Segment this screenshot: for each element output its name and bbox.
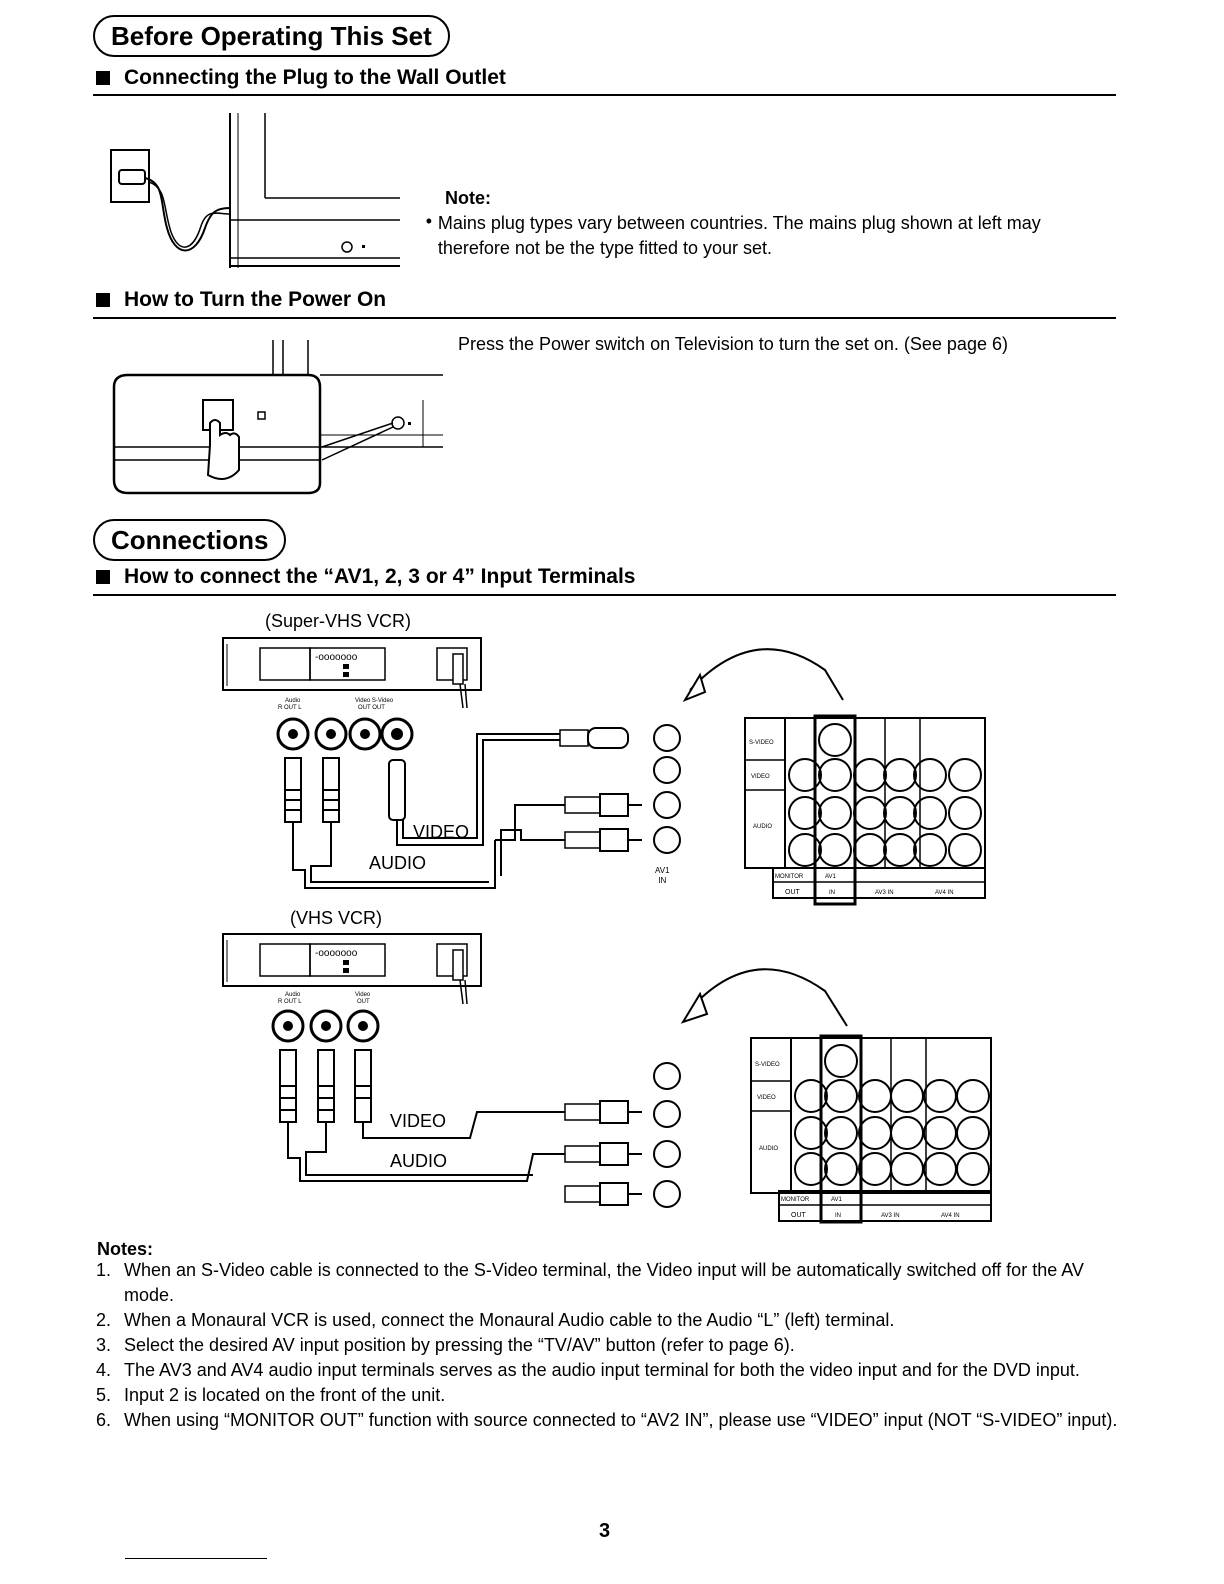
svg-text:MONITOR: MONITOR	[775, 874, 804, 880]
svg-text:OUT OUT: OUT OUT	[358, 705, 385, 711]
svg-text:-ooooooo: -ooooooo	[315, 948, 358, 959]
svg-text:OUT: OUT	[791, 1212, 807, 1219]
svg-text:AV4 IN: AV4 IN	[941, 1213, 960, 1219]
svg-text:Video: Video	[355, 992, 371, 998]
svg-text:IN: IN	[829, 890, 835, 896]
vhs-vcr-label: (VHS VCR)	[290, 908, 383, 928]
section-title-connections: Connections	[93, 519, 287, 561]
notes-list: 1. When an S-Video cable is connected to…	[96, 1258, 1126, 1433]
svg-text:-ooooooo: -ooooooo	[315, 652, 358, 663]
plug-note: Note: • Mains plug types vary between co…	[420, 188, 1110, 261]
svg-text:Video S-Video: Video S-Video	[355, 698, 394, 704]
svg-text:AUDIO: AUDIO	[753, 824, 772, 830]
heading-rule	[93, 317, 1116, 319]
video-cable-label: VIDEO	[390, 1111, 447, 1131]
svg-text:OUT: OUT	[785, 889, 801, 896]
note-bullet-item: • Mains plug types vary between countrie…	[420, 211, 1110, 261]
svg-text:AV3 IN: AV3 IN	[881, 1213, 900, 1219]
vhs-connection-diagram: -ooooooo Audio R OUT L Video OUT	[222, 933, 992, 1224]
terminal-panel-1: S-VIDEO VIDEO AUDIO MONITOR OUT AV1 IN A…	[744, 714, 986, 906]
heading-plug: Connecting the Plug to the Wall Outlet	[96, 66, 506, 90]
heading-bullet-square	[96, 570, 110, 584]
notes-title: Notes:	[97, 1239, 154, 1259]
note-title: Note:	[445, 188, 491, 208]
list-item: 1. When an S-Video cable is connected to…	[96, 1260, 1084, 1305]
list-item: 6. When using “MONITOR OUT” function wit…	[96, 1410, 1118, 1430]
svg-text:VIDEO: VIDEO	[751, 774, 770, 780]
svg-text:OUT: OUT	[357, 999, 370, 1005]
svg-text:MONITOR: MONITOR	[781, 1197, 810, 1203]
vhs-vcr: -ooooooo	[222, 933, 482, 1005]
power-instruction: Press the Power switch on Television to …	[458, 334, 1008, 354]
note-text: Mains plug types vary between countries.…	[437, 213, 1041, 258]
svg-text:S-VIDEO: S-VIDEO	[749, 740, 774, 746]
super-vhs-connection-diagram: -ooooooo Audio R OUT L Video S-Video OUT…	[222, 637, 986, 906]
svg-text:R OUT L: R OUT L	[278, 705, 302, 711]
power-switch-illustration	[112, 340, 443, 495]
svg-text:AV1: AV1	[825, 874, 837, 880]
svg-text:AV4 IN: AV4 IN	[935, 890, 954, 896]
list-item: 2. When a Monaural VCR is used, connect …	[96, 1310, 895, 1330]
svg-text:AUDIO: AUDIO	[759, 1146, 778, 1152]
svg-text:AV3 IN: AV3 IN	[875, 890, 894, 896]
audio-cable-label: AUDIO	[390, 1151, 448, 1171]
list-item: 3. Select the desired AV input position …	[96, 1335, 795, 1355]
list-item: 4. The AV3 and AV4 audio input terminals…	[96, 1360, 1080, 1380]
heading-bullet-square	[96, 293, 110, 307]
heading-rule	[93, 94, 1116, 96]
heading-power: How to Turn the Power On	[96, 288, 386, 312]
svg-text:Audio: Audio	[285, 992, 301, 998]
list-item: 5. Input 2 is located on the front of th…	[96, 1385, 446, 1405]
page-number: 3	[599, 1520, 611, 1542]
heading-rule	[93, 594, 1116, 596]
svg-text:R OUT L: R OUT L	[278, 999, 302, 1005]
svg-text:AV1: AV1	[831, 1197, 843, 1203]
svg-text:S-VIDEO: S-VIDEO	[755, 1062, 780, 1068]
av1-in-label: AV1 IN	[655, 866, 670, 885]
note-bullet: •	[425, 211, 433, 231]
terminal-panel-2: S-VIDEO VIDEO AUDIO MONITOR OUT AV1 IN A…	[750, 1034, 992, 1224]
section-title-before-operating: Before Operating This Set	[93, 15, 450, 57]
svg-text:VIDEO: VIDEO	[757, 1095, 776, 1101]
heading-av-input-terminals: How to connect the “AV1, 2, 3 or 4” Inpu…	[96, 565, 635, 589]
svg-text:Audio: Audio	[285, 698, 301, 704]
audio-cable-label: AUDIO	[369, 853, 427, 873]
wall-outlet-plug-illustration	[110, 113, 400, 268]
super-vhs-vcr: -ooooooo	[222, 637, 482, 709]
super-vhs-vcr-label: (Super-VHS VCR)	[265, 611, 412, 631]
svg-text:IN: IN	[835, 1213, 841, 1219]
footer-rule	[125, 1558, 267, 1559]
heading-bullet-square	[96, 71, 110, 85]
